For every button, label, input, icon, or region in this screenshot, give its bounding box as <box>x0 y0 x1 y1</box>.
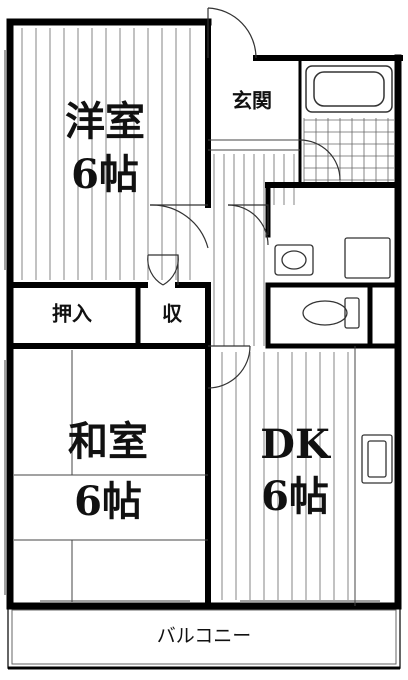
dk-room-size: 6帖 <box>261 473 329 520</box>
doors <box>147 7 341 389</box>
kitchen-sink <box>361 434 393 484</box>
japanese-room-size: 6帖 <box>74 478 142 525</box>
bathtub <box>305 65 393 113</box>
western-room-size: 6帖 <box>71 151 139 198</box>
floor-texture <box>21 28 394 600</box>
dk-room-name: DK <box>260 421 331 468</box>
western-room-name: 洋室 <box>65 98 145 145</box>
closet-label: 押入 <box>52 302 92 326</box>
balcony-label: バルコニー <box>157 625 252 647</box>
entrance-label: 玄関 <box>232 89 272 113</box>
walls <box>6 18 403 610</box>
storage-label: 収 <box>162 302 183 326</box>
washing-machine-space <box>344 237 391 279</box>
washbasin <box>274 244 314 276</box>
toilet <box>302 297 360 329</box>
thin-lines <box>4 50 380 606</box>
japanese-room-name: 和室 <box>68 418 148 465</box>
